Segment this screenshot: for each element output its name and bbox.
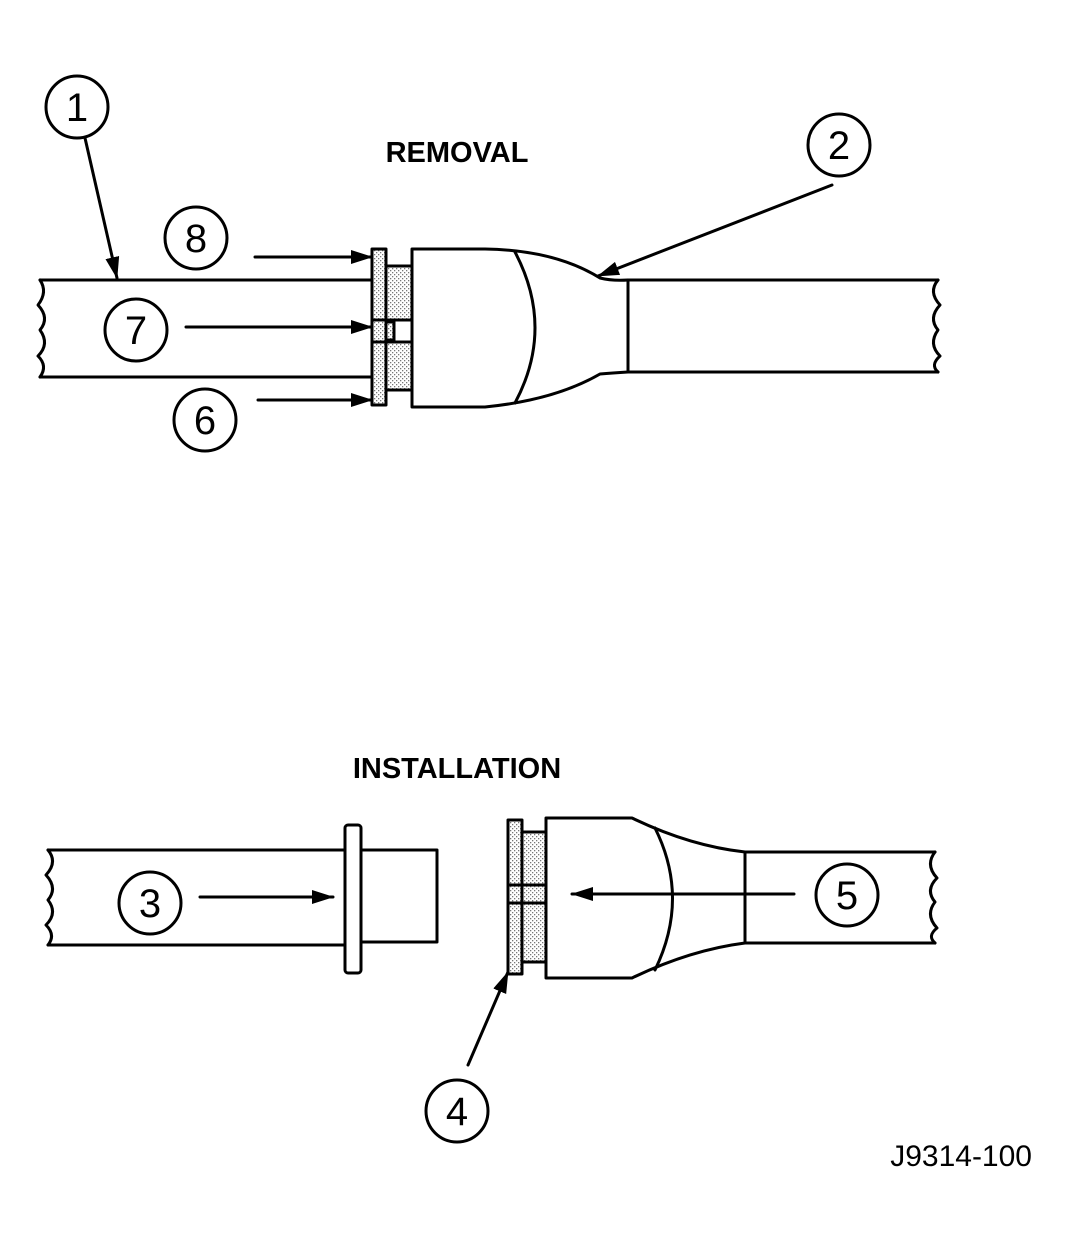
installation-assembly — [44, 816, 939, 980]
install-connector-curve — [653, 826, 674, 972]
callout-circle-1 — [44, 74, 110, 140]
removal-tube — [38, 278, 374, 379]
install-tube — [46, 848, 347, 947]
removal-tube-break-right — [932, 278, 942, 374]
install-retainer-body — [520, 830, 548, 964]
figure-id: J9314-100 — [890, 1140, 1032, 1173]
install-tube-break — [44, 848, 54, 947]
removal-tube-break — [36, 278, 46, 379]
leader-4 — [466, 970, 510, 1067]
removal-assembly — [36, 247, 942, 409]
callout-circles — [44, 74, 880, 1144]
callout-circle-3 — [117, 870, 183, 936]
leader-arrows — [83, 136, 834, 1067]
callout-6-label: 6 — [194, 399, 216, 443]
install-tube-flange — [343, 823, 363, 975]
removal-retainer-washer — [370, 247, 388, 407]
callout-2-label: 2 — [828, 124, 850, 168]
callout-3-label: 3 — [139, 882, 161, 926]
callout-circle-5 — [814, 862, 880, 928]
callout-circle-8 — [163, 205, 229, 271]
callout-4-label: 4 — [446, 1090, 468, 1134]
removal-tab-slot — [392, 318, 414, 344]
install-tube-break-right — [929, 850, 939, 945]
callout-circle-2 — [806, 112, 872, 178]
callout-1-label: 1 — [66, 86, 88, 130]
removal-title: REMOVAL — [386, 137, 529, 169]
install-connector-body — [544, 816, 747, 980]
callout-circle-6 — [172, 387, 238, 453]
callout-circle-7 — [103, 297, 169, 363]
callout-circle-4 — [424, 1078, 490, 1144]
callout-8-label: 8 — [185, 217, 207, 261]
callout-7-label: 7 — [125, 309, 147, 353]
removal-connector-body — [410, 247, 630, 409]
installation-title: INSTALLATION — [353, 753, 561, 785]
install-tube-end — [359, 848, 439, 944]
callout-5-label: 5 — [836, 874, 858, 918]
removal-connector-curve — [513, 250, 537, 405]
leader-1 — [83, 136, 120, 280]
install-retainer-washer — [506, 818, 524, 976]
leader-2 — [596, 183, 834, 278]
